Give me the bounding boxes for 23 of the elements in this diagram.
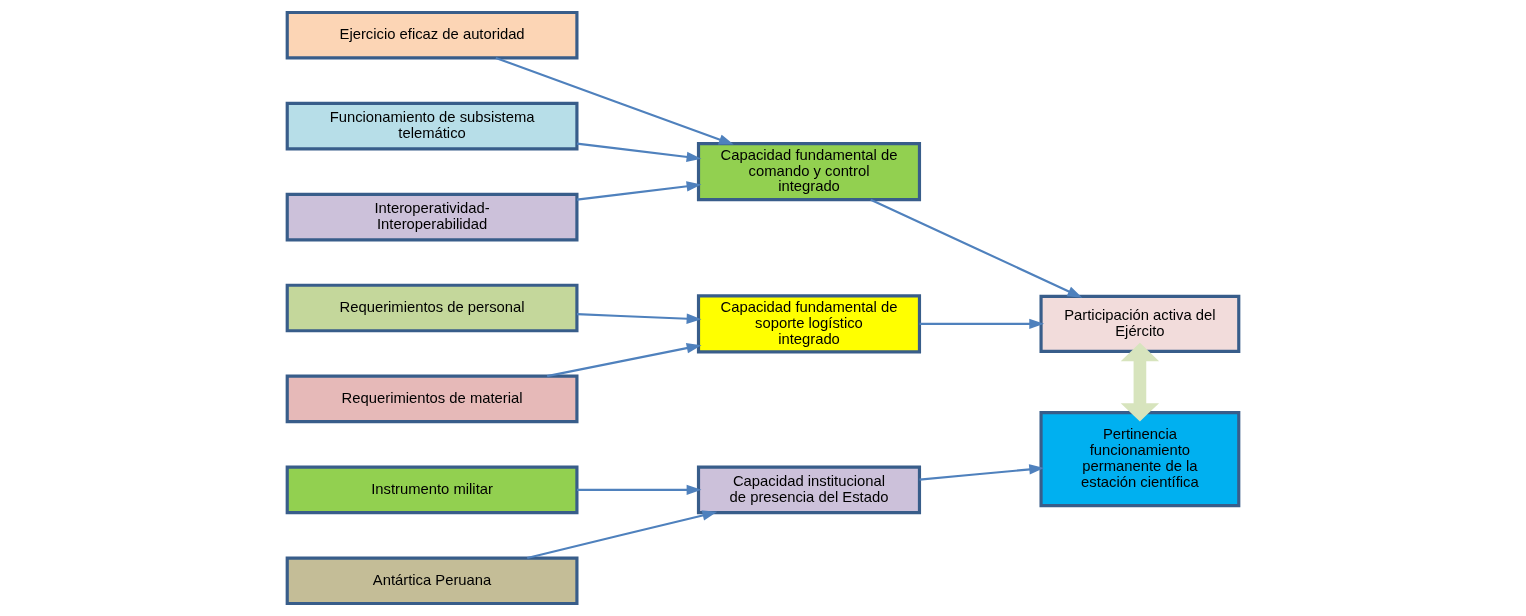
arrow (576, 313, 702, 324)
node-box: Ejercicio eficaz de autoridad (285, 10, 579, 60)
arrow (919, 464, 1045, 481)
arrow (546, 343, 702, 378)
node-box: Funcionamiento de subsistema telemático (285, 101, 579, 151)
node-box: Participación activa del Ejército (1039, 294, 1241, 353)
arrow (576, 484, 702, 496)
node-box: Requerimientos de material (285, 374, 579, 424)
node-box: Capacidad fundamental de comando y control integrado (696, 142, 922, 202)
arrow (576, 142, 702, 163)
node-box: Antártica Peruana (285, 556, 579, 606)
node-box: Capacidad institucional de presencia del Estado (696, 465, 922, 515)
node-box: Interoperatividad- Interoperabilidad (285, 192, 579, 242)
node-box: Pertinencia funcionamiento permanente de la estación científica (1039, 411, 1241, 508)
arrow (870, 198, 1083, 298)
arrow (1120, 342, 1160, 422)
arrow (495, 57, 734, 145)
node-box: Requerimientos de personal (285, 283, 579, 333)
arrow (919, 318, 1045, 330)
arrow (527, 510, 718, 559)
node-box: Instrumento militar (285, 465, 579, 515)
node-box: Capacidad fundamental de soporte logístico integrado (696, 294, 922, 354)
arrow (576, 181, 702, 201)
